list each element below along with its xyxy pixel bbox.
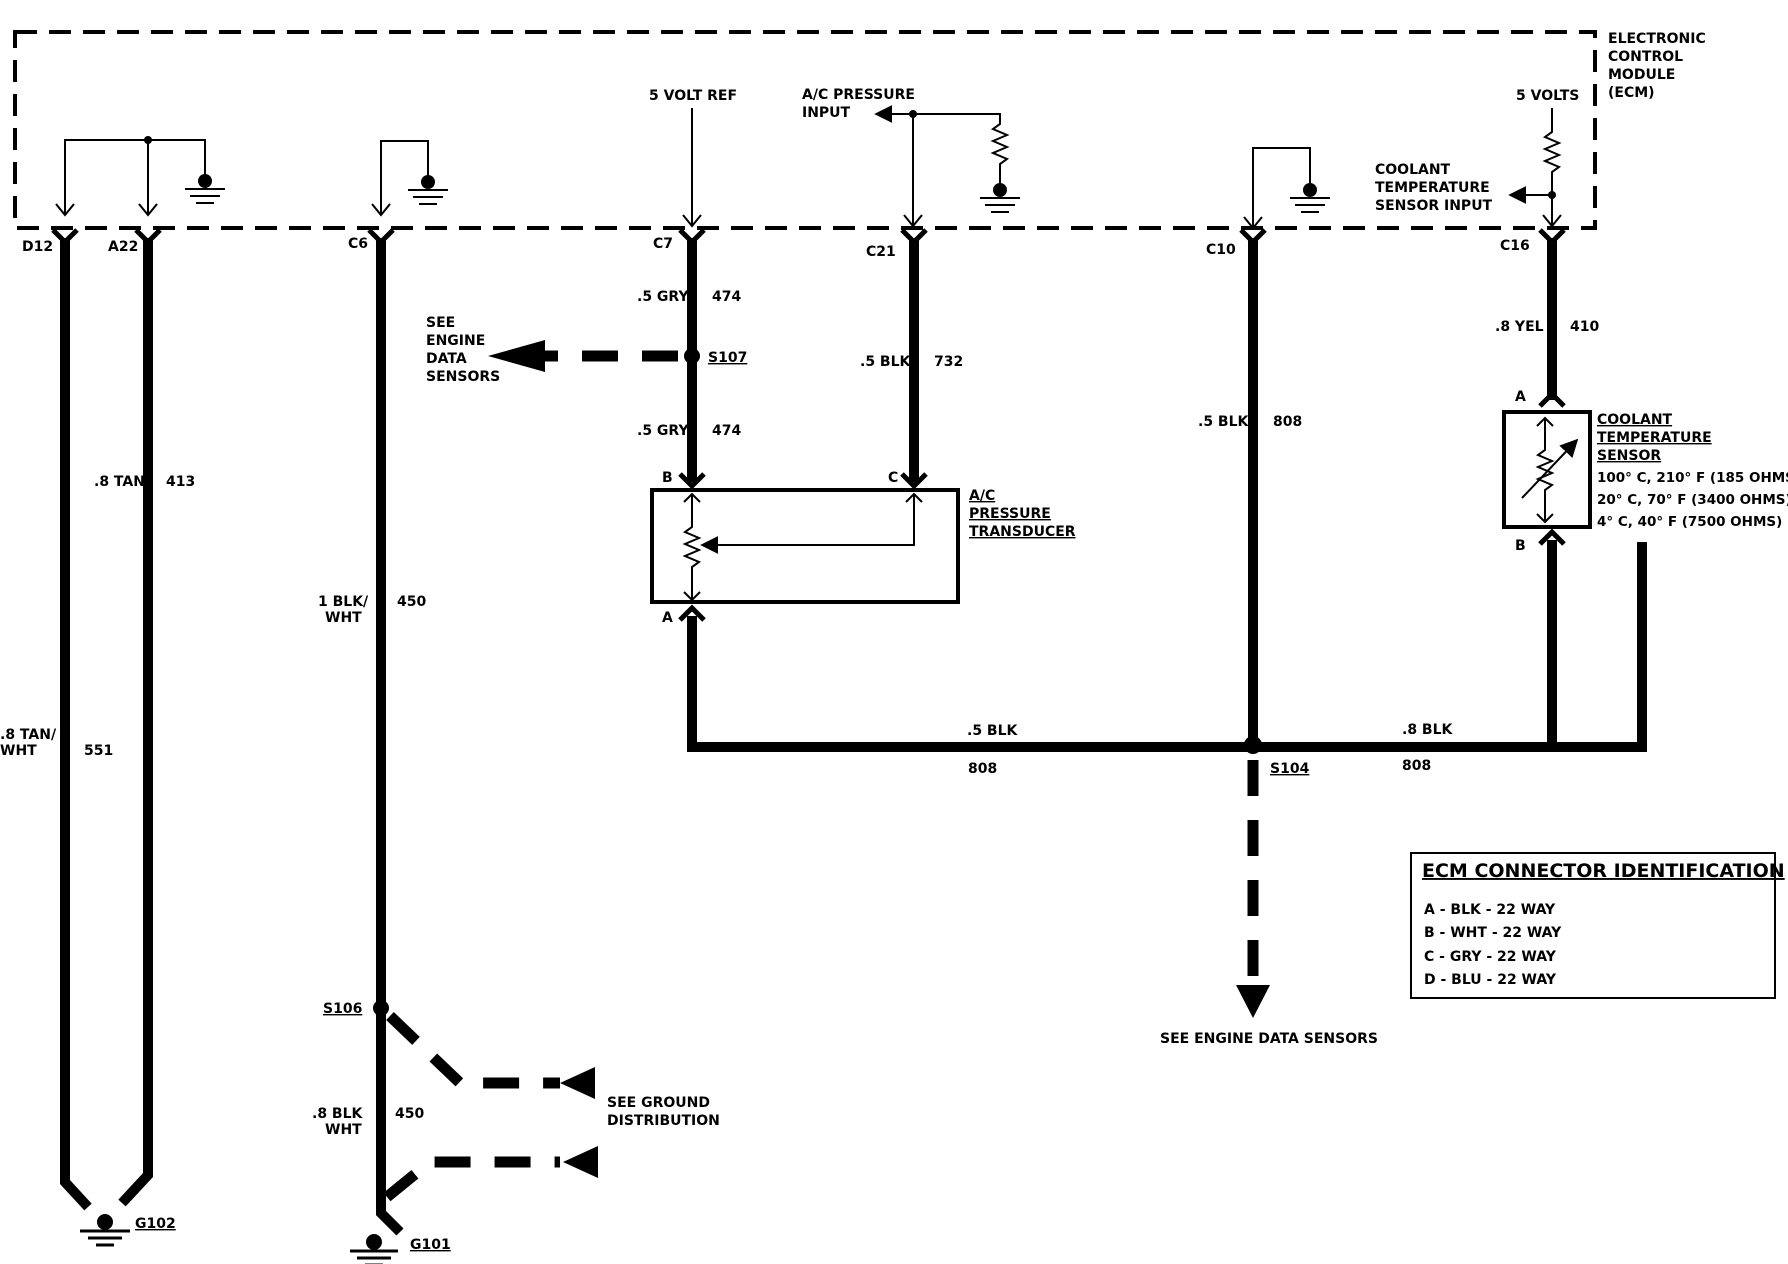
wire-c21-color: .5 BLK xyxy=(860,354,912,370)
label-g101: G101 xyxy=(410,1237,451,1253)
transducer-title-2: PRESSURE xyxy=(969,506,1051,522)
pin-c7: C7 xyxy=(653,236,673,252)
wire-d12-color-2: WHT xyxy=(0,743,37,759)
wire-c10-circuit: 808 xyxy=(1273,414,1302,430)
sensor-title-2: TEMPERATURE xyxy=(1597,430,1712,446)
wire-bottom-right-color: .8 BLK xyxy=(1402,722,1454,738)
wire-c16-color: .8 YEL xyxy=(1495,319,1544,335)
see-engine-left-3: DATA xyxy=(426,351,467,367)
sensor-spec-3: 4° C, 40° F (7500 OHMS) xyxy=(1597,514,1782,530)
see-ground-1: SEE GROUND xyxy=(607,1095,710,1111)
coolant-temperature-sensor: A B COOLANT TEMPERATURE SENSOR 100° C, 2… xyxy=(1502,389,1788,554)
transducer-title-3: TRANSDUCER xyxy=(969,524,1076,540)
splice-s106 xyxy=(373,1000,389,1016)
wire-c7-lower-color: .5 GRY xyxy=(637,423,689,439)
sensor-pin-b: B xyxy=(1515,538,1526,554)
connector-id-title: ECM CONNECTOR IDENTIFICATION xyxy=(1422,860,1785,882)
see-engine-left-1: SEE xyxy=(426,315,455,331)
label-ac-pressure-input-2: INPUT xyxy=(802,105,851,121)
ecm-label-1: ELECTRONIC xyxy=(1608,31,1706,47)
label-s104: S104 xyxy=(1270,761,1310,777)
pin-d12: D12 xyxy=(22,239,53,255)
pin-c16: C16 xyxy=(1500,238,1530,254)
label-g102: G102 xyxy=(135,1216,176,1232)
pin-c6: C6 xyxy=(348,236,368,252)
see-engine-left-2: ENGINE xyxy=(426,333,485,349)
wire-c21-circuit: 732 xyxy=(934,354,963,370)
label-s106: S106 xyxy=(323,1001,362,1017)
ecm-label-4: (ECM) xyxy=(1608,85,1655,101)
connector-id-row-a: A - BLK - 22 WAY xyxy=(1424,902,1556,918)
see-engine-left-4: SENSORS xyxy=(426,369,500,385)
label-ac-pressure-input-1: A/C PRESSURE xyxy=(802,87,915,103)
wire-c7-upper-circuit: 474 xyxy=(712,289,741,305)
ground-g101: G101 xyxy=(350,1234,451,1264)
splice-s104 xyxy=(1244,736,1262,754)
connector-id-row-d: D - BLU - 22 WAY xyxy=(1424,972,1557,988)
wire-c16-circuit: 410 xyxy=(1570,319,1599,335)
label-coolant-input-3: SENSOR INPUT xyxy=(1375,198,1493,214)
splice-s107 xyxy=(684,348,700,364)
label-s107: S107 xyxy=(708,350,747,366)
wire-c6-lower-color-2: WHT xyxy=(325,1122,362,1138)
ecm-module: ELECTRONIC CONTROL MODULE (ECM) xyxy=(13,30,1706,230)
transducer-title-1: A/C xyxy=(969,488,995,504)
sensor-spec-1: 100° C, 210° F (185 OHMS) xyxy=(1597,470,1788,486)
sensor-title-1: COOLANT xyxy=(1597,412,1673,428)
arrow-ground-1-icon xyxy=(560,1067,595,1099)
transducer-pin-a: A xyxy=(662,610,673,626)
wire-d12-circuit: 551 xyxy=(84,743,113,759)
sensor-pin-a: A xyxy=(1515,389,1526,405)
wire-c7-upper-color: .5 GRY xyxy=(637,289,689,305)
connector-id-table: ECM CONNECTOR IDENTIFICATION A - BLK - 2… xyxy=(1410,852,1785,999)
wire-c6-upper-circuit: 450 xyxy=(397,594,426,610)
arrow-left-icon xyxy=(488,340,545,372)
wire-c7-lower-circuit: 474 xyxy=(712,423,741,439)
arrow-down-icon xyxy=(1236,985,1270,1018)
wire-c6-lower-color-1: .8 BLK xyxy=(312,1106,364,1122)
pin-c10: C10 xyxy=(1206,242,1236,258)
label-5-volts: 5 VOLTS xyxy=(1516,88,1579,104)
wire-a22-color: .8 TAN xyxy=(94,474,145,490)
wire-bottom-left-color: .5 BLK xyxy=(967,723,1019,739)
ecm-internal-grounds xyxy=(55,105,1562,230)
wire-bottom-right-circuit: 808 xyxy=(1402,758,1431,774)
label-5-volt-ref: 5 VOLT REF xyxy=(649,88,737,104)
connector-id-row-c: C - GRY - 22 WAY xyxy=(1424,949,1557,965)
see-ground-2: DISTRIBUTION xyxy=(607,1113,720,1129)
wire-c10-color: .5 BLK xyxy=(1198,414,1250,430)
see-engine-bottom: SEE ENGINE DATA SENSORS xyxy=(1160,1031,1378,1047)
wires xyxy=(51,228,1647,1236)
ac-pressure-transducer: B C A A/C PRESSURE TRANSDUCER xyxy=(650,470,1076,626)
ecm-label-2: CONTROL xyxy=(1608,49,1683,65)
sensor-title-3: SENSOR xyxy=(1597,448,1661,464)
transducer-pin-c: C xyxy=(888,470,898,486)
wire-c6-upper-color-1: 1 BLK/ xyxy=(318,594,369,610)
transducer-pin-b: B xyxy=(662,470,673,486)
label-coolant-input-2: TEMPERATURE xyxy=(1375,180,1490,196)
wire-c6-lower-circuit: 450 xyxy=(395,1106,424,1122)
label-coolant-input-1: COOLANT xyxy=(1375,162,1451,178)
ecm-label-3: MODULE xyxy=(1608,67,1675,83)
arrow-ground-2-icon xyxy=(563,1146,598,1178)
pin-c21: C21 xyxy=(866,244,896,260)
wire-bottom-left-circuit: 808 xyxy=(968,761,997,777)
ground-g102: G102 xyxy=(80,1214,176,1247)
pin-a22: A22 xyxy=(108,239,138,255)
wire-d12-color-1: .8 TAN/ xyxy=(0,727,57,743)
wire-c6-upper-color-2: WHT xyxy=(325,610,362,626)
sensor-spec-2: 20° C, 70° F (3400 OHMS) xyxy=(1597,492,1788,508)
connector-id-row-b: B - WHT - 22 WAY xyxy=(1424,925,1562,941)
wire-a22-circuit: 413 xyxy=(166,474,195,490)
